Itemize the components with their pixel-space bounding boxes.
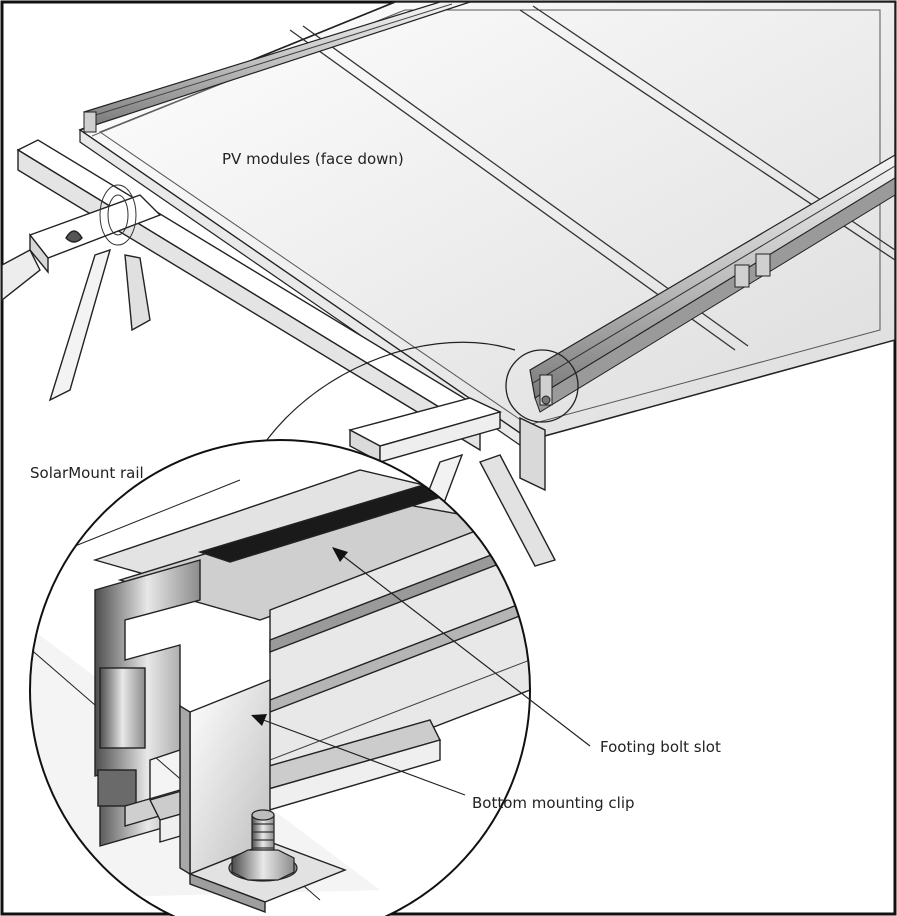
zoom-detail — [29, 439, 531, 916]
footing-bolt-slot-arrow — [332, 547, 591, 747]
label-solarmount-rail: SolarMount rail — [30, 464, 144, 482]
detail-callout-circle — [505, 349, 579, 423]
label-footing-bolt-slot: Footing bolt slot — [600, 738, 721, 756]
sawhorse-left — [1, 139, 502, 452]
label-pv-modules: PV modules (face down) — [222, 150, 404, 168]
rail-right — [529, 153, 896, 413]
footing-bolt — [228, 809, 298, 882]
rail-top — [83, 1, 471, 133]
label-bottom-mounting-clip: Bottom mounting clip — [472, 794, 635, 812]
bottom-mounting-clip-arrow — [251, 714, 466, 796]
